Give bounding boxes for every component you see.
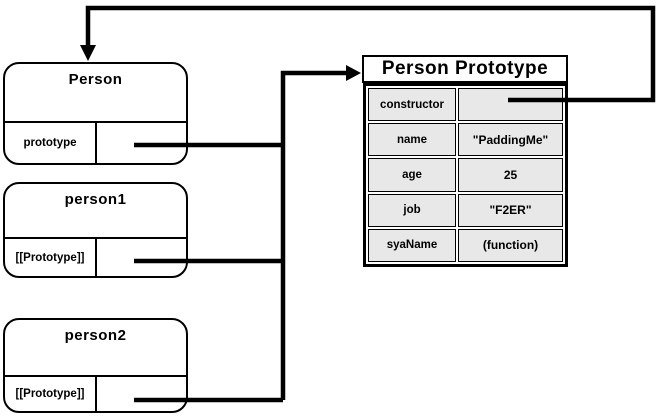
person-box: Person prototype [3,62,188,165]
prototype-chain-arrowhead-right-icon [346,65,361,81]
prototype-slot-value [97,377,186,411]
box-title: Person [68,71,123,88]
person1-box: person1 [[Prototype]] [3,182,188,278]
prototype-slot-label: [[Prototype]] [5,377,97,411]
prototype-slot-value [97,123,186,163]
property-value-cell: "PaddingMe" [458,123,563,157]
box-title: person1 [64,191,127,208]
prototype-slot-label: [[Prototype]] [5,239,97,276]
property-key-cell: job [368,193,456,227]
property-key-cell: syaName [368,228,456,262]
slot-row: [[Prototype]] [5,237,186,276]
person2-box: person2 [[Prototype]] [3,318,188,413]
property-value-cell: "F2ER" [458,193,563,227]
prototype-slot-value [97,239,186,276]
prototype-table: constructor name "PaddingMe" age 25 job … [363,83,568,267]
property-key-cell: age [368,158,456,192]
prototype-slot-label: prototype [5,123,97,163]
box-title: person2 [64,327,127,344]
slot-row: [[Prototype]] [5,375,186,411]
property-value-cell: (function) [458,228,563,262]
constructor-arrowhead-down-icon [80,45,96,61]
property-value-cell [458,88,563,122]
prototype-table-title: Person Prototype [362,55,568,83]
property-key-cell: name [368,123,456,157]
property-value-cell: 25 [458,158,563,192]
property-key-cell: constructor [368,88,456,122]
slot-row: prototype [5,121,186,163]
